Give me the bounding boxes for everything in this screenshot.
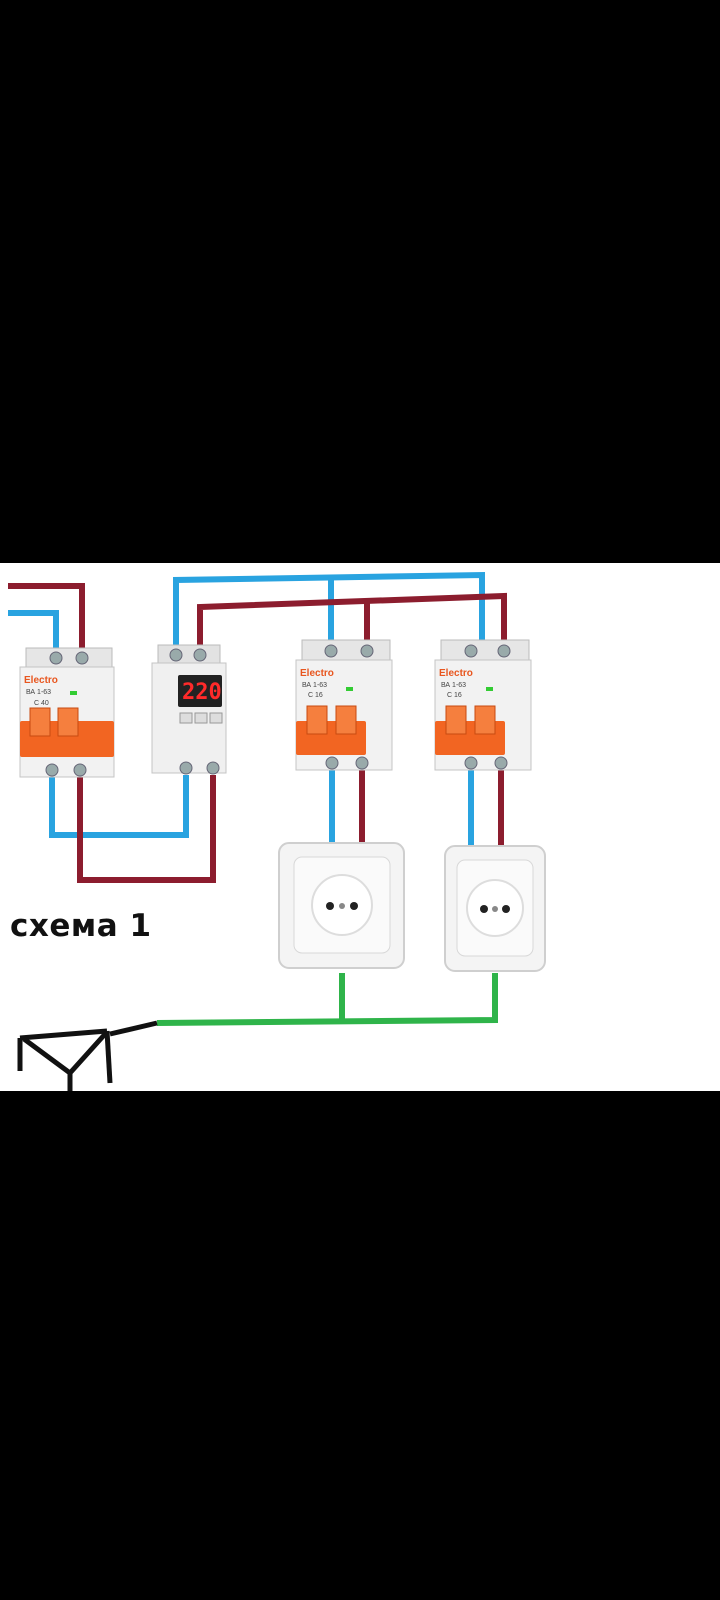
main-breaker-model: ВА 1-63 [26, 689, 51, 696]
relay-button-2 [194, 712, 208, 724]
socket1-breaker: Electro ВА 1-63 C 16 [295, 639, 393, 771]
wiring-diagram-canvas: Electro ВА 1-63 C 40 220 [8, 571, 546, 1091]
socket2-breaker-model: ВА 1-63 [441, 682, 466, 689]
socket1-breaker-brand: Electro [300, 668, 334, 679]
relay-phase-bus-wire [197, 592, 507, 663]
socket-2 [444, 845, 546, 972]
ground-symbol [17, 1020, 158, 1091]
socket1-breaker-model: ВА 1-63 [302, 682, 327, 689]
relay-display: 220 [182, 680, 222, 705]
socket1-breaker-rating: C 16 [308, 692, 323, 699]
main-breaker-brand: Electro [24, 675, 58, 686]
wiring-diagram: Electro ВА 1-63 C 40 220 [0, 563, 720, 1091]
relay-button-3 [209, 712, 223, 724]
socket-1 [278, 842, 405, 969]
diagram-caption: схема 1 [10, 908, 152, 944]
incoming-phase-wire [8, 583, 85, 673]
socket2-breaker-brand: Electro [439, 668, 473, 679]
socket-2-pin-hole [480, 905, 488, 913]
main-breaker: Electro ВА 1-63 C 40 [19, 647, 115, 778]
voltage-relay: 220 [151, 644, 227, 775]
main-to-relay-neutral-wire [49, 763, 189, 838]
main-breaker-rating: C 40 [34, 700, 49, 707]
relay-neutral-bus-wire [173, 571, 485, 663]
socket-1-pin-hole [326, 902, 334, 910]
socket2-breaker: Electro ВА 1-63 C 16 [434, 639, 532, 771]
relay-button-1 [179, 712, 193, 724]
main-to-relay-phase-wire [77, 763, 216, 883]
socket2-breaker-rating: C 16 [447, 692, 462, 699]
socket-2-pin-hole [502, 905, 510, 913]
ground-wire [156, 973, 498, 1026]
socket-1-pin-hole [350, 902, 358, 910]
